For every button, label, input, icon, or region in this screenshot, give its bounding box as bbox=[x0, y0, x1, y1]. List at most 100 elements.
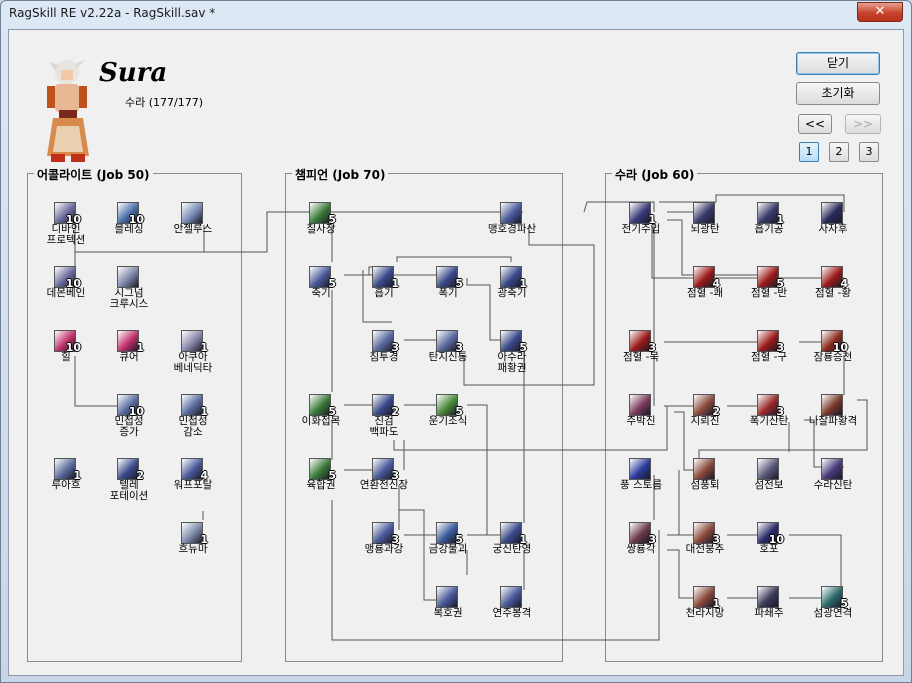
skill-icon[interactable]: 2 bbox=[693, 394, 720, 418]
skill-icon[interactable]: 5 bbox=[500, 330, 527, 354]
skill-icon[interactable]: 2 bbox=[117, 458, 144, 482]
skill-item[interactable]: 연주봉격 bbox=[477, 586, 547, 626]
reset-button[interactable]: 초기화 bbox=[796, 82, 880, 105]
close-dialog-button[interactable]: 닫기 bbox=[796, 52, 880, 75]
skill-icon[interactable] bbox=[821, 394, 843, 416]
skill-icon[interactable]: 3 bbox=[436, 330, 463, 354]
skill-icon[interactable]: 5 bbox=[821, 586, 848, 610]
skill-icon[interactable]: 10 bbox=[54, 266, 81, 290]
skill-icon[interactable]: 1 bbox=[372, 266, 399, 290]
skill-icon[interactable]: 5 bbox=[757, 266, 784, 290]
page-2-button[interactable]: 2 bbox=[829, 142, 849, 162]
skill-icon[interactable] bbox=[693, 458, 715, 480]
skill-icon[interactable]: 1 bbox=[181, 522, 208, 546]
skill-item[interactable]: 안젤루스 bbox=[158, 202, 228, 242]
skill-icon[interactable]: 1 bbox=[693, 586, 720, 610]
skill-icon[interactable]: 3 bbox=[629, 330, 656, 354]
skill-icon[interactable]: 3 bbox=[629, 522, 656, 546]
skill-icon[interactable]: 5 bbox=[309, 394, 336, 418]
skill-item[interactable]: 섬풍퇴 bbox=[670, 458, 740, 498]
skill-item[interactable]: 맹호경파산 bbox=[477, 202, 547, 242]
skill-item[interactable]: 시그넘 크루시스 bbox=[94, 266, 164, 310]
skill-icon[interactable] bbox=[181, 202, 203, 224]
skill-item[interactable]: 주박진 bbox=[606, 394, 676, 434]
skill-item[interactable]: 섬전보 bbox=[734, 458, 804, 498]
skill-icon[interactable]: 4 bbox=[693, 266, 720, 290]
skill-icon[interactable]: 1 bbox=[181, 394, 208, 418]
skill-item[interactable]: 풍 스토름 bbox=[606, 458, 676, 498]
skill-icon[interactable]: 3 bbox=[372, 330, 399, 354]
skill-icon[interactable]: 10 bbox=[117, 202, 144, 226]
skill-icon[interactable]: 5 bbox=[436, 266, 463, 290]
skill-icon[interactable]: 1 bbox=[117, 330, 144, 354]
skill-icon[interactable] bbox=[757, 458, 779, 480]
skill-item[interactable]: 뇌광탄 bbox=[670, 202, 740, 242]
skill-icon[interactable] bbox=[117, 266, 139, 288]
skill-icon[interactable]: 10 bbox=[54, 330, 81, 354]
skill-icon[interactable]: 5 bbox=[436, 522, 463, 546]
skill-item[interactable]: 파쇄주 bbox=[734, 586, 804, 626]
skill-icon[interactable]: 10 bbox=[54, 202, 81, 226]
skill-icon[interactable] bbox=[693, 202, 715, 224]
skill-item[interactable]: 사자후 bbox=[798, 202, 868, 242]
skill-icon[interactable] bbox=[629, 458, 651, 480]
skill-item[interactable]: 나찰파황격 bbox=[798, 394, 868, 434]
skill-icon[interactable] bbox=[821, 202, 843, 224]
skill-icon[interactable]: 5 bbox=[436, 394, 463, 418]
skill-icon[interactable]: 1 bbox=[500, 266, 527, 290]
skill-icon[interactable]: 4 bbox=[181, 458, 208, 482]
skill-icon[interactable]: 3 bbox=[757, 394, 784, 418]
skill-icon[interactable]: 1 bbox=[181, 330, 208, 354]
skill-icon[interactable]: 2 bbox=[372, 394, 399, 418]
skill-icon[interactable] bbox=[500, 586, 522, 608]
skill-icon[interactable]: 5 bbox=[309, 202, 336, 226]
skill-icon[interactable]: 5 bbox=[309, 458, 336, 482]
page-3-button[interactable]: 3 bbox=[859, 142, 879, 162]
skill-item[interactable]: 수라신탄 bbox=[798, 458, 868, 498]
skill-icon[interactable]: 1 bbox=[757, 202, 784, 226]
skill-icon[interactable]: 10 bbox=[821, 330, 848, 354]
skill-icon[interactable]: 3 bbox=[757, 330, 784, 354]
prev-page-button[interactable]: << bbox=[798, 114, 832, 134]
skill-icon[interactable] bbox=[821, 458, 843, 480]
window-close-button[interactable]: ✕ bbox=[857, 2, 903, 22]
skill-item[interactable]: 복호권 bbox=[413, 586, 483, 626]
